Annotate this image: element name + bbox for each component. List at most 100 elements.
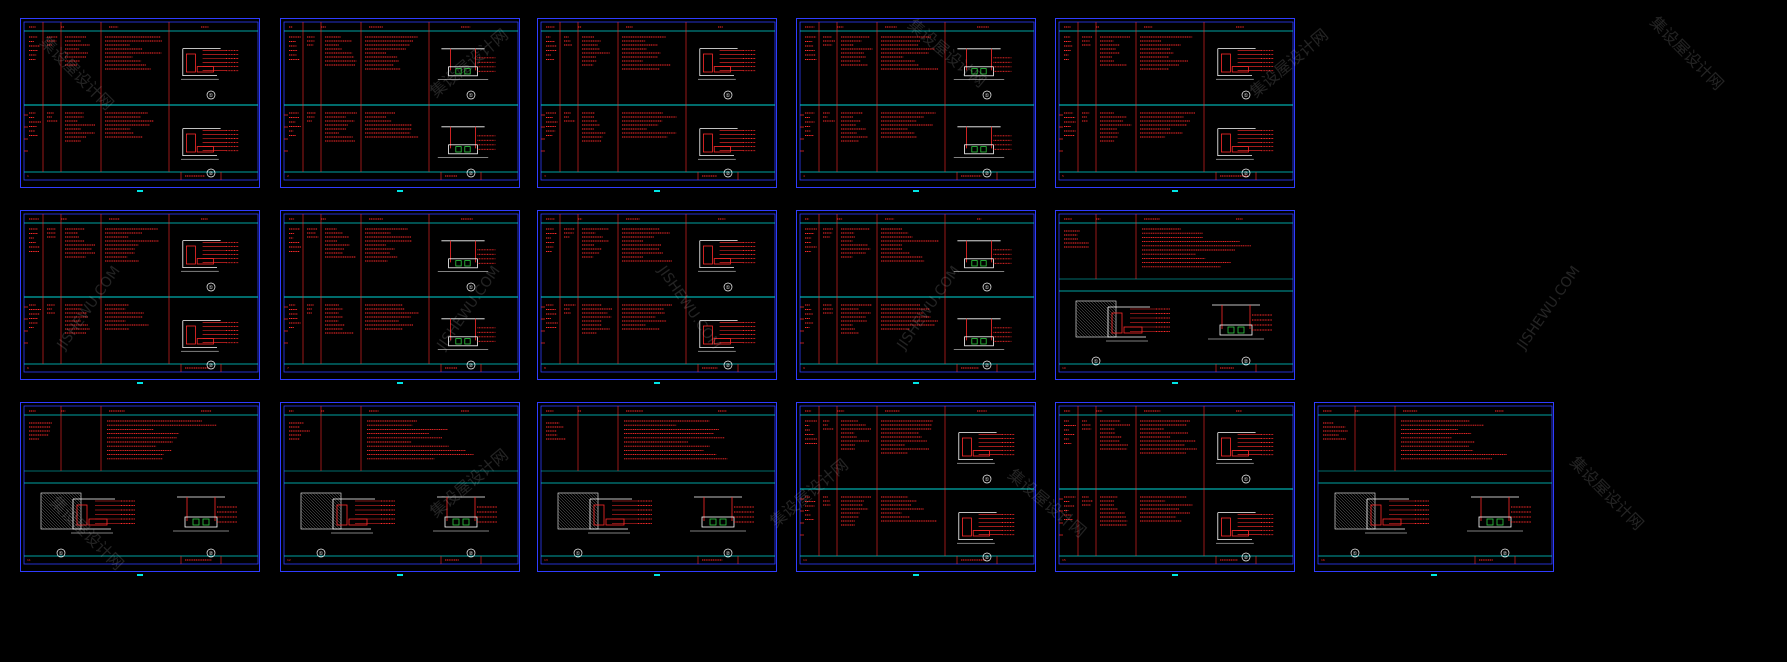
sheet-caption-marker bbox=[654, 382, 660, 384]
svg-text:①: ① bbox=[1244, 93, 1249, 99]
sheet-number: 7 bbox=[287, 366, 289, 370]
svg-text:②: ② bbox=[726, 171, 731, 177]
sheet-drawing: ①② bbox=[799, 213, 1035, 373]
svg-text:②: ② bbox=[469, 363, 474, 369]
svg-text:①: ① bbox=[209, 285, 214, 291]
watermark-text: 集设屋设计网 bbox=[1566, 452, 1648, 534]
svg-text:②: ② bbox=[1244, 359, 1249, 365]
sheet-number: 9 bbox=[803, 366, 805, 370]
svg-text:①: ① bbox=[469, 93, 474, 99]
sheet-drawing: ①② bbox=[23, 213, 259, 373]
sheet-caption-marker bbox=[397, 382, 403, 384]
sheet-number: 2 bbox=[287, 174, 289, 178]
sheet-number: 11 bbox=[27, 558, 31, 562]
sheet-number: 4 bbox=[803, 174, 805, 178]
sheet-caption-marker bbox=[1431, 574, 1437, 576]
sheet-number: 16 bbox=[1321, 558, 1325, 562]
sheet-number: 3 bbox=[544, 174, 546, 178]
svg-text:②: ② bbox=[1244, 171, 1249, 177]
svg-text:①: ① bbox=[726, 285, 731, 291]
sheet-caption-marker bbox=[137, 190, 143, 192]
svg-text:①: ① bbox=[576, 551, 581, 557]
svg-text:①: ① bbox=[59, 551, 64, 557]
sheet-drawing: ①② bbox=[799, 21, 1035, 181]
sheet-number: 12 bbox=[287, 558, 291, 562]
sheet-number: 13 bbox=[544, 558, 548, 562]
sheet-number: 10 bbox=[1062, 366, 1066, 370]
svg-text:①: ① bbox=[1094, 359, 1099, 365]
svg-text:①: ① bbox=[985, 93, 990, 99]
sheet-caption-marker bbox=[137, 574, 143, 576]
svg-text:②: ② bbox=[209, 171, 214, 177]
svg-text:①: ① bbox=[1353, 551, 1358, 557]
sheet-drawing: ①② bbox=[283, 213, 519, 373]
svg-text:②: ② bbox=[726, 551, 731, 557]
svg-text:②: ② bbox=[726, 363, 731, 369]
svg-text:①: ① bbox=[985, 477, 990, 483]
svg-text:①: ① bbox=[469, 285, 474, 291]
sheet-drawing: ①② bbox=[540, 213, 776, 373]
sheet-caption-marker bbox=[913, 382, 919, 384]
sheet-caption-marker bbox=[397, 574, 403, 576]
watermark-text: JISHEWU.COM bbox=[1514, 263, 1584, 353]
svg-text:①: ① bbox=[319, 551, 324, 557]
sheet-number: 8 bbox=[544, 366, 546, 370]
svg-text:②: ② bbox=[985, 171, 990, 177]
watermark-text: 集设屋设计网 bbox=[1646, 12, 1728, 94]
sheet-drawing: ①② bbox=[1058, 405, 1294, 565]
sheet-drawing: ①② bbox=[540, 21, 776, 181]
sheet-number: 5 bbox=[1062, 174, 1064, 178]
sheet-number: 15 bbox=[1062, 558, 1066, 562]
svg-text:②: ② bbox=[209, 363, 214, 369]
svg-text:②: ② bbox=[985, 555, 990, 561]
sheet-caption-marker bbox=[137, 382, 143, 384]
sheet-caption-marker bbox=[913, 574, 919, 576]
svg-text:①: ① bbox=[985, 285, 990, 291]
sheet-drawing: ①② bbox=[23, 21, 259, 181]
sheet-caption-marker bbox=[397, 190, 403, 192]
sheet-caption-marker bbox=[1172, 574, 1178, 576]
svg-text:②: ② bbox=[1244, 555, 1249, 561]
svg-text:①: ① bbox=[726, 93, 731, 99]
sheet-number: 14 bbox=[803, 558, 807, 562]
sheet-caption-marker bbox=[654, 190, 660, 192]
svg-text:①: ① bbox=[1244, 477, 1249, 483]
svg-text:②: ② bbox=[469, 551, 474, 557]
sheet-number: 1 bbox=[27, 174, 29, 178]
svg-text:②: ② bbox=[469, 171, 474, 177]
svg-text:②: ② bbox=[985, 363, 990, 369]
sheet-drawing: ①② bbox=[283, 21, 519, 181]
sheet-caption-marker bbox=[654, 574, 660, 576]
sheet-caption-marker bbox=[913, 190, 919, 192]
sheet-caption-marker bbox=[1172, 382, 1178, 384]
sheet-drawing: ①② bbox=[1058, 21, 1294, 181]
sheet-drawing: ①② bbox=[799, 405, 1035, 565]
svg-text:②: ② bbox=[209, 551, 214, 557]
svg-text:①: ① bbox=[209, 93, 214, 99]
svg-text:②: ② bbox=[1503, 551, 1508, 557]
sheet-caption-marker bbox=[1172, 190, 1178, 192]
sheet-number: 6 bbox=[27, 366, 29, 370]
